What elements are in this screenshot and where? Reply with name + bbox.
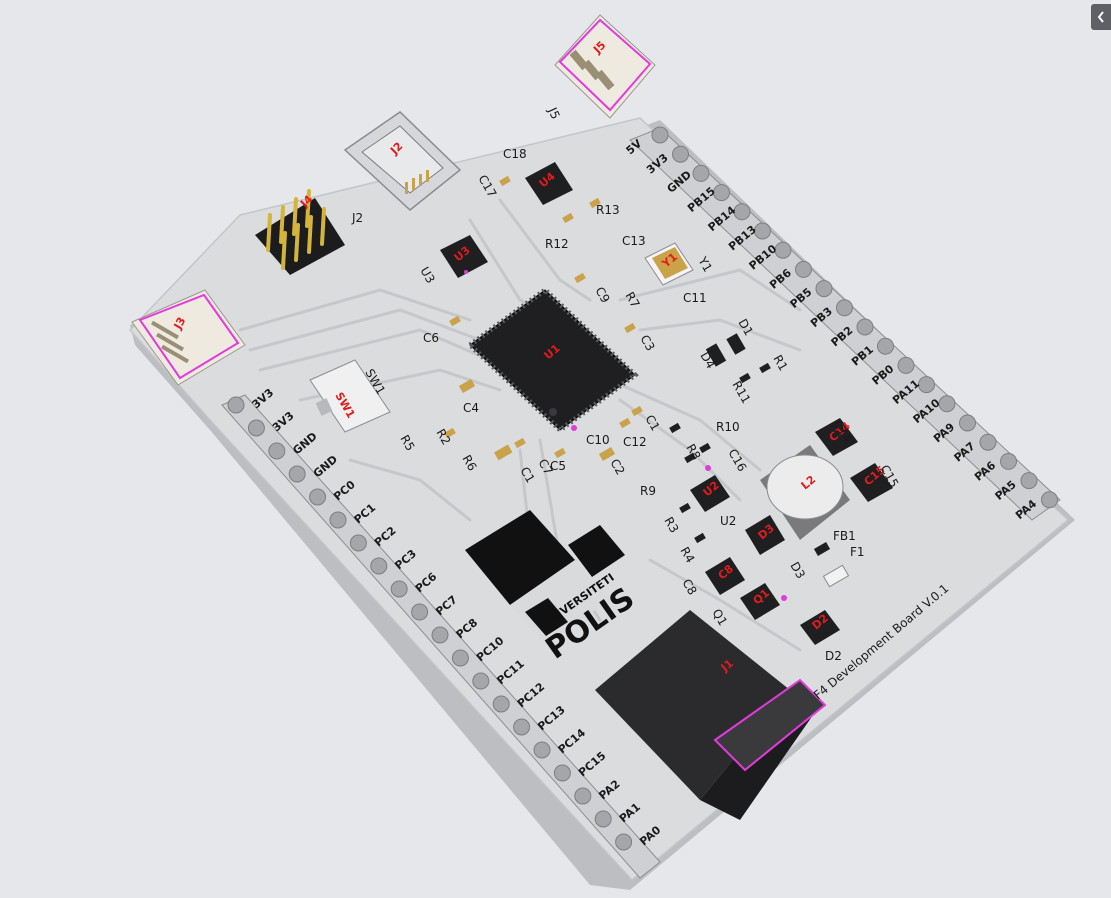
header-pin-hole[interactable]: [774, 241, 792, 259]
ic-u4[interactable]: U4: [525, 162, 573, 205]
svg-text:R9: R9: [640, 484, 656, 498]
header-pin-hole[interactable]: [877, 337, 894, 355]
crystal-y1[interactable]: Y1: [644, 242, 694, 286]
svg-text:C18: C18: [503, 147, 527, 161]
header-pin-hole[interactable]: [795, 260, 812, 278]
header-pin-hole[interactable]: [651, 126, 669, 144]
pin-header-j4[interactable]: J4: [255, 189, 345, 275]
header-pin-hole[interactable]: [268, 442, 286, 460]
svg-text:J2: J2: [351, 211, 363, 225]
header-pin-hole[interactable]: [836, 299, 853, 317]
usb-connector-j2[interactable]: J2: [343, 111, 462, 211]
switch-sw1[interactable]: SW1: [309, 359, 391, 433]
header-pin-hole[interactable]: [959, 414, 976, 432]
svg-text:D2: D2: [825, 649, 842, 663]
svg-text:R7: R7: [622, 290, 642, 311]
svg-text:R2: R2: [433, 427, 453, 448]
panel-collapse-button[interactable]: [1091, 4, 1111, 30]
svg-text:C12: C12: [623, 435, 647, 449]
capacitor-c8[interactable]: C8: [705, 557, 745, 595]
svg-text:C9: C9: [592, 285, 612, 306]
header-pin-hole[interactable]: [815, 280, 833, 298]
svg-text:C11: C11: [683, 291, 707, 305]
right-pin-header[interactable]: [629, 126, 1061, 521]
dc-jack-j1[interactable]: J1: [595, 610, 827, 820]
header-pin-hole[interactable]: [431, 626, 449, 644]
connector-j3[interactable]: J3: [131, 289, 246, 386]
svg-text:J5: J5: [545, 104, 563, 121]
j3-ref: J3: [171, 315, 189, 333]
left-pin-header[interactable]: [221, 394, 661, 879]
svg-text:C6: C6: [423, 331, 439, 345]
svg-text:C4: C4: [463, 401, 479, 415]
header-pin-hole[interactable]: [672, 145, 689, 163]
svg-text:R6: R6: [459, 453, 479, 474]
header-pin-hole[interactable]: [329, 511, 347, 529]
header-pin-hole[interactable]: [1000, 452, 1017, 470]
highlight-markers: [464, 270, 787, 601]
header-pin-hole[interactable]: [713, 184, 730, 202]
header-pin-hole[interactable]: [370, 557, 388, 575]
header-pin-hole[interactable]: [492, 695, 510, 713]
header-pin-hole[interactable]: [247, 419, 265, 437]
header-pin-hole[interactable]: [918, 376, 935, 394]
svg-text:C5: C5: [550, 459, 566, 473]
chevron-left-icon: [1096, 10, 1106, 24]
svg-text:C7: C7: [535, 457, 555, 478]
svg-text:Y1: Y1: [695, 254, 715, 275]
svg-text:R1: R1: [770, 353, 790, 374]
header-pin-hole[interactable]: [309, 488, 327, 506]
header-pin-hole[interactable]: [288, 465, 306, 483]
svg-text:C2: C2: [607, 457, 627, 478]
smd-passives: [444, 175, 850, 588]
transistor-q1[interactable]: Q1: [740, 583, 780, 620]
header-pin-hole[interactable]: [411, 603, 429, 621]
ic-u3[interactable]: U3: [440, 235, 488, 278]
header-pin-hole[interactable]: [938, 395, 956, 413]
header-pin-hole[interactable]: [692, 164, 710, 182]
diode-d3[interactable]: D3: [745, 515, 785, 555]
svg-text:R5: R5: [397, 433, 417, 454]
header-pin-hole[interactable]: [227, 396, 245, 414]
svg-text:R13: R13: [596, 203, 620, 217]
svg-text:F1: F1: [850, 545, 865, 559]
svg-text:C13: C13: [622, 234, 646, 248]
header-pin-hole[interactable]: [390, 580, 408, 598]
inductor-l2[interactable]: L2: [760, 445, 850, 540]
svg-text:C3: C3: [637, 333, 657, 354]
svg-text:C8: C8: [679, 577, 699, 598]
header-pin-hole[interactable]: [472, 672, 490, 690]
header-pin-hole[interactable]: [594, 810, 612, 828]
header-pin-hole[interactable]: [1020, 472, 1038, 490]
mcu-u1[interactable]: U1: [466, 286, 639, 434]
header-pin-hole[interactable]: [513, 718, 531, 736]
svg-text:C1: C1: [642, 413, 662, 434]
svg-text:U2: U2: [720, 514, 736, 528]
header-pin-hole[interactable]: [451, 649, 469, 667]
header-pin-hole[interactable]: [349, 534, 367, 552]
header-pin-hole[interactable]: [615, 833, 633, 851]
header-pin-hole[interactable]: [897, 356, 915, 374]
header-pin-hole[interactable]: [979, 433, 997, 451]
header-pin-hole[interactable]: [856, 318, 874, 336]
diode-d2[interactable]: D2: [800, 610, 840, 645]
svg-text:R8: R8: [683, 442, 703, 463]
header-pin-hole[interactable]: [733, 203, 751, 221]
header-pin-hole[interactable]: [754, 222, 771, 240]
svg-text:R4: R4: [677, 545, 697, 566]
ic-u2[interactable]: U2: [690, 475, 730, 512]
connector-j5[interactable]: J5: [554, 14, 656, 119]
svg-text:C10: C10: [586, 433, 610, 447]
svg-text:C1: C1: [517, 465, 537, 486]
svg-text:FB1: FB1: [833, 529, 856, 543]
header-pin-hole[interactable]: [1041, 491, 1058, 509]
svg-text:R10: R10: [716, 420, 740, 434]
header-pin-hole[interactable]: [574, 787, 592, 805]
svg-text:R3: R3: [661, 515, 681, 536]
header-pin-hole[interactable]: [553, 764, 571, 782]
header-pin-hole[interactable]: [533, 741, 551, 759]
svg-text:R12: R12: [545, 237, 569, 251]
